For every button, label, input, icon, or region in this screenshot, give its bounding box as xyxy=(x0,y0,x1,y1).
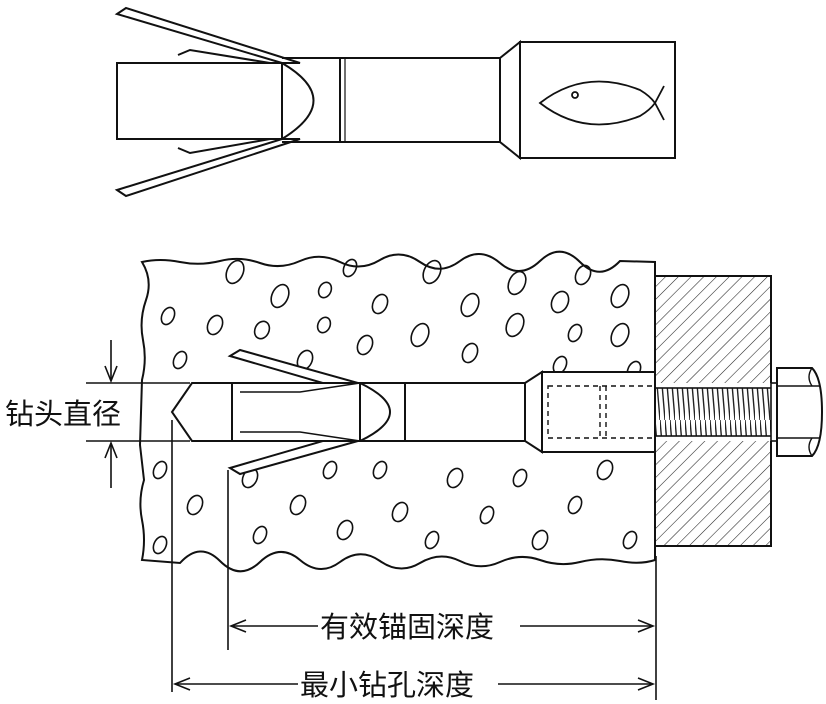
min-drill-depth-label: 最小钻孔深度 xyxy=(300,668,474,702)
upper-expansion-leaf xyxy=(114,6,301,64)
anchor-head xyxy=(519,41,676,159)
bit-diameter-label: 钻头直径 xyxy=(5,397,121,431)
effective-depth-label: 有效锚固深度 xyxy=(320,610,494,644)
bolt xyxy=(654,367,824,457)
fish-logo-icon xyxy=(538,80,665,126)
lower-expansion-leaf xyxy=(114,138,301,198)
dimension-lines xyxy=(86,340,657,700)
anchor-top-view xyxy=(114,6,676,198)
expansion-sleeve-body xyxy=(116,62,283,140)
anchor-installed xyxy=(170,348,656,476)
concrete-texture xyxy=(152,258,642,555)
